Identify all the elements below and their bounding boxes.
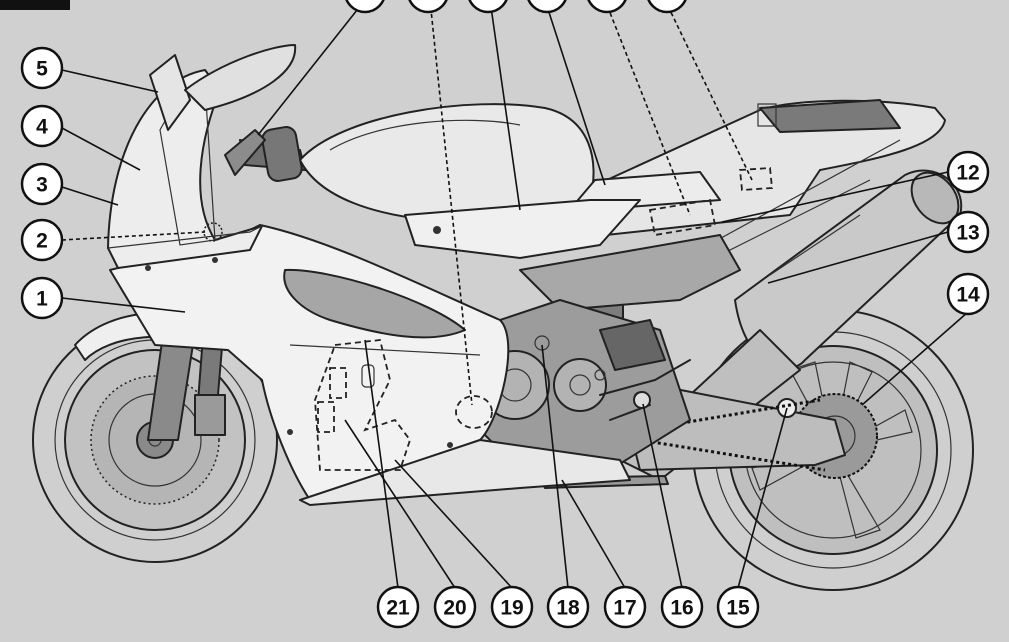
callout-3: 3 [20, 162, 64, 206]
callout-3-label: 3 [36, 174, 48, 197]
callout-19: 19 [490, 585, 534, 629]
leader-lines [61, 0, 969, 589]
callout-15-label: 15 [726, 597, 750, 620]
callout-21-label: 21 [386, 597, 410, 620]
callout-14-label: 14 [956, 284, 980, 307]
callout-1: 1 [20, 276, 64, 320]
callout-14: 14 [946, 272, 990, 316]
callout-21: 21 [376, 585, 420, 629]
callout-19-label: 19 [500, 597, 523, 620]
oil-filler-outline [455, 395, 493, 429]
footpeg [633, 391, 651, 409]
callout-20-label: 20 [443, 597, 466, 620]
lower-fairing [109, 224, 631, 506]
callout-2: 2 [20, 218, 64, 262]
fuse-box-outline [739, 167, 773, 191]
callout-4: 4 [20, 104, 64, 148]
battery-compartment-outline [648, 198, 717, 237]
fuse-outline-b [317, 401, 335, 433]
fuse-outline-a [329, 367, 347, 399]
callout-4-label: 4 [36, 116, 48, 139]
callout-17-label: 17 [613, 597, 636, 620]
handlebar [224, 126, 306, 182]
callout-18: 18 [546, 585, 590, 629]
callout-13: 13 [946, 210, 990, 254]
callout-5-label: 5 [36, 58, 48, 81]
callout-16-label: 16 [670, 597, 693, 620]
callout-15: 15 [716, 585, 760, 629]
engine [469, 299, 691, 471]
callout-5: 5 [20, 46, 64, 90]
callout-2-label: 2 [36, 230, 48, 253]
callout-13-label: 13 [956, 222, 979, 245]
rear-view-mirror [149, 44, 297, 131]
side-panel [404, 199, 641, 259]
callout-20: 20 [433, 585, 477, 629]
callout-16: 16 [660, 585, 704, 629]
callout-12-label: 12 [956, 162, 979, 185]
callout-18-label: 18 [556, 597, 580, 620]
top-callouts-cropped [345, 0, 687, 14]
toolkit-compartment-outline [314, 339, 412, 471]
callout-17: 17 [603, 585, 647, 629]
callout-1-label: 1 [36, 288, 48, 311]
callout-12: 12 [946, 150, 990, 194]
page-tab-marker [0, 0, 70, 10]
